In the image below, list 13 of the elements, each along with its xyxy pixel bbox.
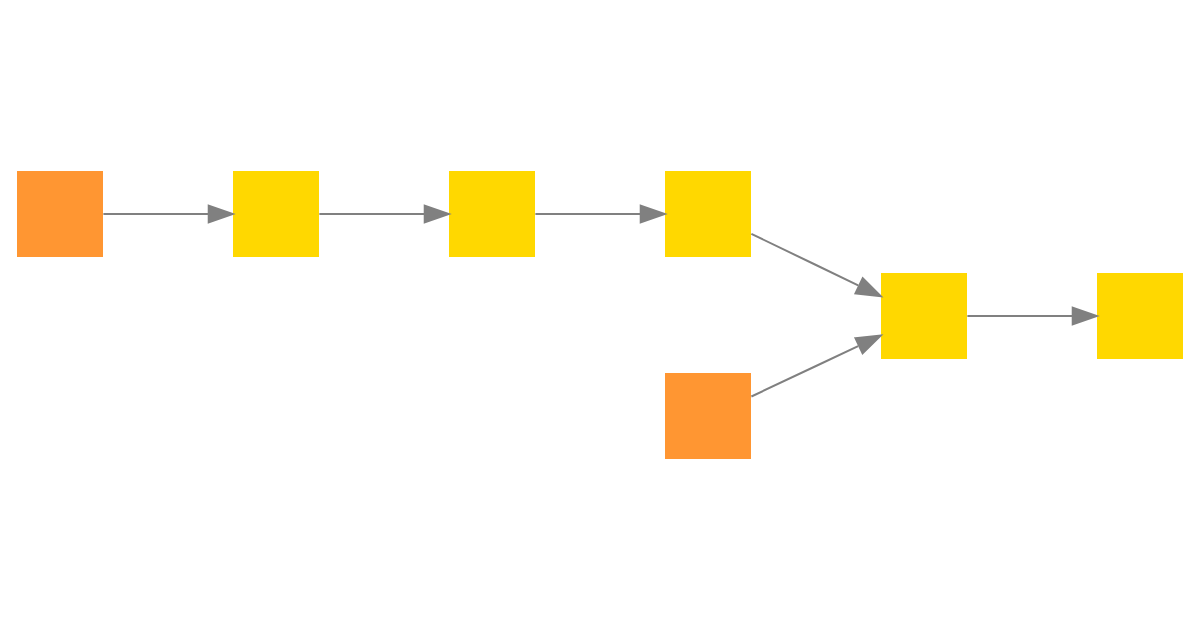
- arrow: [966, 306, 1100, 326]
- arrow: [750, 232, 884, 298]
- node-box: [17, 171, 103, 257]
- arrow: [102, 204, 236, 224]
- node-box: [665, 171, 751, 257]
- node-box: [665, 373, 751, 459]
- node-box: [881, 273, 967, 359]
- arrow: [750, 334, 884, 398]
- node-box: [1097, 273, 1183, 359]
- node-box: [449, 171, 535, 257]
- arrow: [534, 204, 668, 224]
- node-box: [233, 171, 319, 257]
- arrow: [318, 204, 452, 224]
